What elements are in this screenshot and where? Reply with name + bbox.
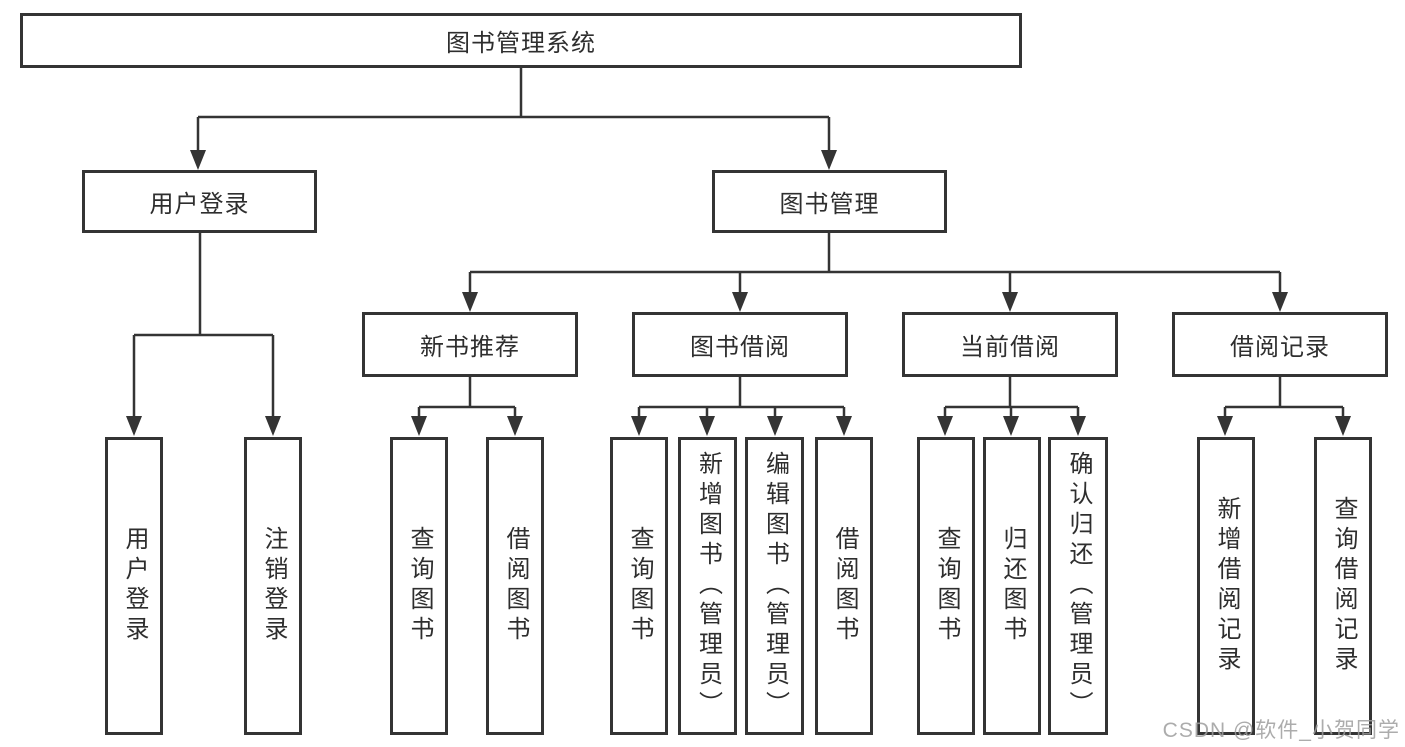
leaf-borrow-book: 借阅图书 (815, 437, 873, 735)
leaf-borrow-book-recommend: 借阅图书 (486, 437, 544, 735)
node-new-book-recommend: 新书推荐 (362, 312, 578, 377)
node-library-system: 图书管理系统 (20, 13, 1022, 68)
leaf-query-book-borrowing-label: 查询图书 (626, 526, 653, 646)
leaf-query-borrow-record-label: 查询借阅记录 (1330, 496, 1357, 676)
leaf-add-borrow-record: 新增借阅记录 (1197, 437, 1255, 735)
node-user-login-label: 用户登录 (149, 191, 250, 218)
node-borrowing-records: 借阅记录 (1172, 312, 1388, 377)
node-book-management-label: 图书管理 (779, 191, 880, 218)
leaf-confirm-return-admin-label: 确认归还（管理员） (1065, 451, 1092, 721)
leaf-borrow-book-recommend-label: 借阅图书 (502, 526, 529, 646)
watermark: CSDN @软件_小贺同学 (1162, 719, 1400, 742)
leaf-query-book-borrowing: 查询图书 (610, 437, 668, 735)
leaf-borrow-book-label: 借阅图书 (831, 526, 858, 646)
leaf-query-borrow-record: 查询借阅记录 (1314, 437, 1372, 735)
node-user-login: 用户登录 (82, 170, 317, 233)
node-current-borrowing: 当前借阅 (902, 312, 1118, 377)
leaf-edit-book-admin: 编辑图书（管理员） (745, 437, 804, 735)
node-book-borrowing-label: 图书借阅 (690, 334, 790, 361)
leaf-return-book-label: 归还图书 (999, 526, 1026, 646)
leaf-edit-book-admin-label: 编辑图书（管理员） (761, 451, 789, 721)
leaf-query-book-current: 查询图书 (917, 437, 975, 735)
leaf-logout: 注销登录 (244, 437, 302, 735)
node-current-borrowing-label: 当前借阅 (960, 334, 1060, 361)
node-new-book-recommend-label: 新书推荐 (420, 334, 520, 361)
leaf-user-login: 用户登录 (105, 437, 163, 735)
leaf-query-book-recommend-label: 查询图书 (406, 526, 433, 646)
node-book-borrowing: 图书借阅 (632, 312, 848, 377)
leaf-query-book-current-label: 查询图书 (933, 526, 960, 646)
leaf-return-book: 归还图书 (983, 437, 1041, 735)
leaf-add-book-admin-label: 新增图书（管理员） (694, 451, 722, 721)
leaf-add-book-admin: 新增图书（管理员） (678, 437, 737, 735)
node-borrowing-records-label: 借阅记录 (1230, 334, 1330, 361)
leaf-logout-label: 注销登录 (260, 526, 287, 646)
leaf-add-borrow-record-label: 新增借阅记录 (1213, 496, 1240, 676)
node-library-system-label: 图书管理系统 (446, 30, 596, 57)
leaf-user-login-label: 用户登录 (121, 526, 148, 646)
leaf-query-book-recommend: 查询图书 (390, 437, 448, 735)
leaf-confirm-return-admin: 确认归还（管理员） (1048, 437, 1108, 735)
node-book-management: 图书管理 (712, 170, 947, 233)
arrowheads (126, 150, 1351, 436)
